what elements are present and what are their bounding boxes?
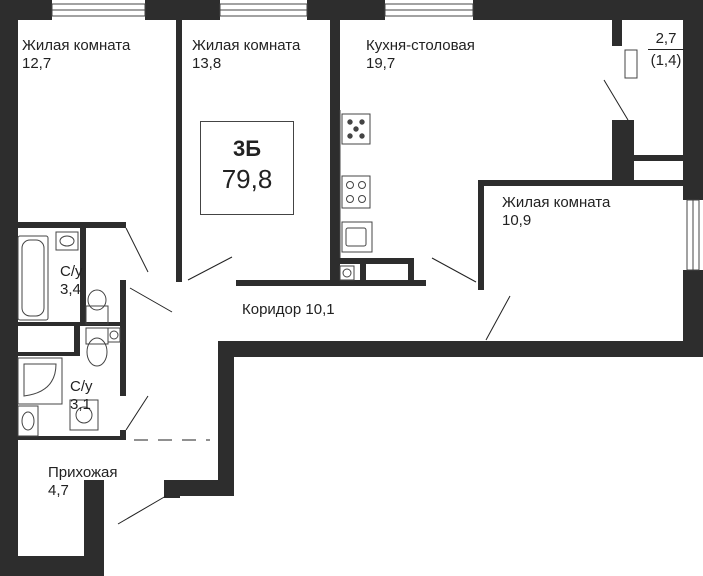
room-living-1: Жилая комната 12,7	[22, 37, 130, 73]
room-area: 19,7	[366, 55, 396, 72]
shower	[17, 357, 63, 405]
room-kitchen: Кухня-столовая 19,7	[366, 37, 475, 73]
balcony-area: 2,7 (1,4)	[644, 30, 688, 70]
room-name: Прихожая	[48, 464, 118, 481]
bathtub	[17, 235, 49, 321]
room-living-3: Жилая комната 10,9	[502, 194, 610, 230]
room-name: Кухня-столовая	[366, 37, 475, 54]
room-corridor: Коридор 10,1	[242, 301, 335, 319]
room-area: 4,7	[48, 482, 69, 499]
windows	[51, 3, 700, 271]
apartment-total-area: 79,8	[221, 164, 273, 194]
kitchen-sink	[341, 221, 373, 253]
toilet	[85, 305, 109, 325]
sink-2	[69, 399, 99, 431]
room-area: 12,7	[22, 55, 52, 72]
room-name: Жилая комната	[502, 194, 611, 211]
room-name: С/у	[70, 378, 93, 395]
room-bath-1: С/у 3,4	[60, 263, 83, 299]
hob	[341, 175, 371, 209]
room-living-2: Жилая комната 13,8	[192, 37, 300, 73]
room-bath-2: С/у 3,1	[70, 378, 93, 414]
room-name: Жилая комната	[22, 37, 131, 54]
apartment-badge: 3Б 79,8	[200, 121, 294, 215]
room-area: 3,1	[70, 396, 91, 413]
room-area: 10,9	[502, 212, 532, 229]
door-swings	[117, 79, 629, 525]
sink	[55, 231, 79, 251]
room-hall: Прихожая 4,7	[48, 464, 118, 500]
balcony-reduced-area: (1,4)	[650, 52, 682, 69]
fixtures	[17, 110, 373, 437]
apartment-code: 3Б	[232, 136, 262, 161]
room-name: С/у	[60, 263, 83, 280]
stove	[341, 113, 371, 145]
room-name: Коридор	[242, 301, 302, 318]
balcony-area-value: 2,7	[655, 30, 677, 47]
room-name: Жилая комната	[192, 37, 301, 54]
room-area: 10,1	[305, 301, 335, 318]
room-area: 13,8	[192, 55, 222, 72]
room-area: 3,4	[60, 281, 81, 298]
balcony-fraction-bar	[648, 49, 684, 50]
